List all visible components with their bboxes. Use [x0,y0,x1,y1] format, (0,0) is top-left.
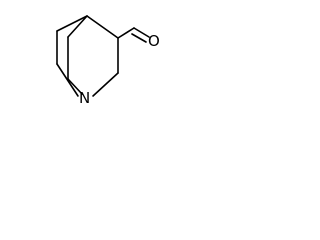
bond-c2-n1 [92,72,119,97]
bond-c4-c-rear-top [67,15,88,38]
bond-c4-c-upper-left [56,15,88,32]
structure-diagram: N O [56,15,160,107]
bond-c-rear-bottom-n1 [67,78,83,95]
bond-c-aldehyde-o-inner [131,33,147,43]
bond-c3-c-aldehyde [117,27,135,39]
bond-c-aldehyde-o-outer [133,27,150,38]
atom-label-nitrogen: N [79,89,90,107]
bond-c-lower-left-n1 [56,63,79,97]
atom-label-oxygen: O [148,32,160,50]
bond-c4-c3 [86,15,119,39]
